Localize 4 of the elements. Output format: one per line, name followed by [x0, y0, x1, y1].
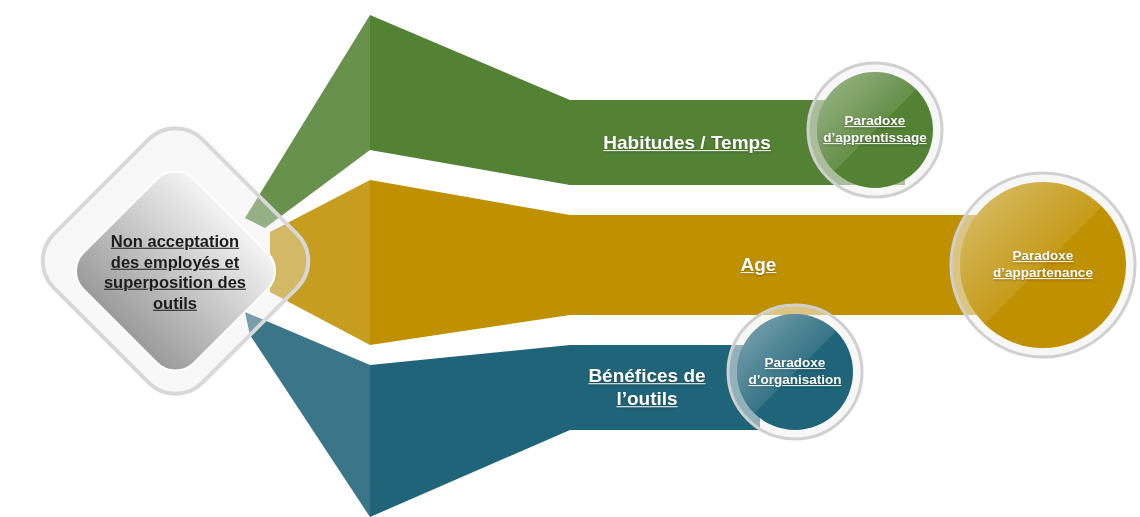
diamond-label: Non acceptation des employés et superposition des outils	[102, 230, 248, 314]
band-label: Habitudes / Temps	[602, 130, 772, 155]
band-label: Bénéfices de l’outils	[587, 363, 707, 412]
band-label: Age	[739, 253, 778, 277]
